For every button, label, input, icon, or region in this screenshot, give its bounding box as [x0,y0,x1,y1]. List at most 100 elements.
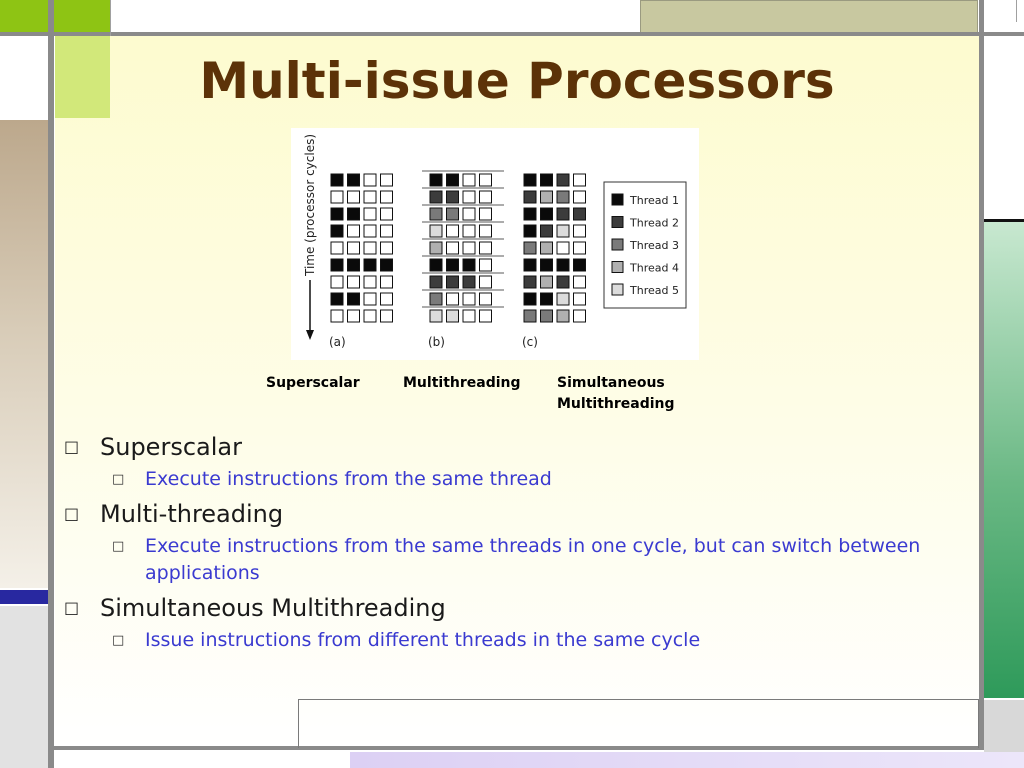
issue-slot [523,190,537,204]
sub-bullet-text: Execute instructions from the same threa… [145,468,552,490]
issue-slot [462,275,476,289]
frame-line-right [979,0,984,750]
issue-slot [556,207,570,221]
issue-slot [446,258,459,272]
issue-slot [556,275,570,289]
issue-slot [380,224,393,238]
issue-slot [573,207,586,221]
issue-slot [523,241,537,255]
issue-slot [429,173,443,187]
issue-slot [462,224,476,238]
issue-slot [446,275,459,289]
issue-slot [479,309,492,323]
issue-slot [380,241,393,255]
issue-slot [462,292,476,306]
sub-bullet-text: Issue instructions from different thread… [145,629,701,651]
sub-bullet-superscalar: □ Execute instructions from the same thr… [62,466,962,493]
issue-slot [523,292,537,306]
issue-grid-panel-3: (c) [522,173,586,349]
frame-tan-block-left [0,120,48,588]
issue-slot [573,309,586,323]
issue-slot [347,173,360,187]
issue-slot [446,241,459,255]
issue-slot [446,224,459,238]
issue-slot [363,292,377,306]
issue-slot [429,224,443,238]
frame-blue-stripe [0,590,48,604]
frame-light-green-block [55,36,110,118]
bullet-marker: □ [64,504,80,523]
sub-bullet-text: Execute instructions from the same threa… [145,535,921,584]
issue-slot [380,190,393,204]
legend-swatch [611,261,624,273]
issue-slot [347,190,360,204]
issue-slot [556,258,570,272]
issue-slot [363,173,377,187]
issue-slot [347,207,360,221]
legend-label: Thread 4 [629,262,679,275]
issue-slot [330,190,344,204]
issue-slot [446,309,459,323]
issue-slot [446,173,459,187]
issue-slot [540,275,553,289]
issue-slot [446,292,459,306]
issue-slot [330,241,344,255]
issue-slot [330,207,344,221]
frame-top-right-khaki-block [640,0,978,33]
issue-slot [330,309,344,323]
issue-slot [556,190,570,204]
issue-slot [347,224,360,238]
issue-slot [380,207,393,221]
issue-grid-panel-2: (b) [422,170,504,349]
sub-bullet-marker: □ [112,472,125,487]
issue-slot [540,292,553,306]
issue-slot [540,241,553,255]
issue-slot [429,309,443,323]
bullet-superscalar: □ Superscalar [62,432,962,462]
bullet-marker: □ [64,437,80,456]
issue-slot [363,207,377,221]
bullet-marker: □ [64,598,80,617]
issue-slot [347,275,360,289]
issue-slot [429,190,443,204]
issue-slot [573,173,586,187]
threading-diagram: Time (processor cycles) (a)(b)(c) Thread… [303,134,687,349]
caption-superscalar: Superscalar [266,375,360,391]
issue-slot [556,309,570,323]
issue-slot [446,190,459,204]
issue-slot [540,190,553,204]
issue-slot [429,292,443,306]
issue-slot [462,207,476,221]
issue-slot [330,292,344,306]
issue-slot [330,173,344,187]
issue-slot [462,241,476,255]
caption-smt-line1: Simultaneous [557,375,665,391]
issue-slot [479,224,492,238]
issue-slot [556,173,570,187]
frame-black-line-right [984,219,1024,222]
issue-slot [523,224,537,238]
issue-slot [573,190,586,204]
issue-slot [380,258,393,272]
frame-line-bottom [0,746,984,750]
issue-slot [330,258,344,272]
issue-slot [540,173,553,187]
frame-line-top [0,32,1024,36]
issue-slot [523,275,537,289]
frame-thin-vline-top [110,0,111,36]
issue-slot [380,275,393,289]
issue-slot [429,258,443,272]
issue-slot [556,292,570,306]
frame-grey-block-left [0,606,48,768]
issue-slot [347,258,360,272]
issue-slot [462,309,476,323]
issue-slot [479,275,492,289]
issue-slot [380,292,393,306]
frame-thin-vline-right [1016,0,1017,22]
issue-slot [479,190,492,204]
frame-purple-bar-bottom [350,752,1024,768]
frame-green-block-right [984,222,1024,698]
issue-slot [347,292,360,306]
legend-swatch [611,193,624,206]
issue-slot [573,292,586,306]
